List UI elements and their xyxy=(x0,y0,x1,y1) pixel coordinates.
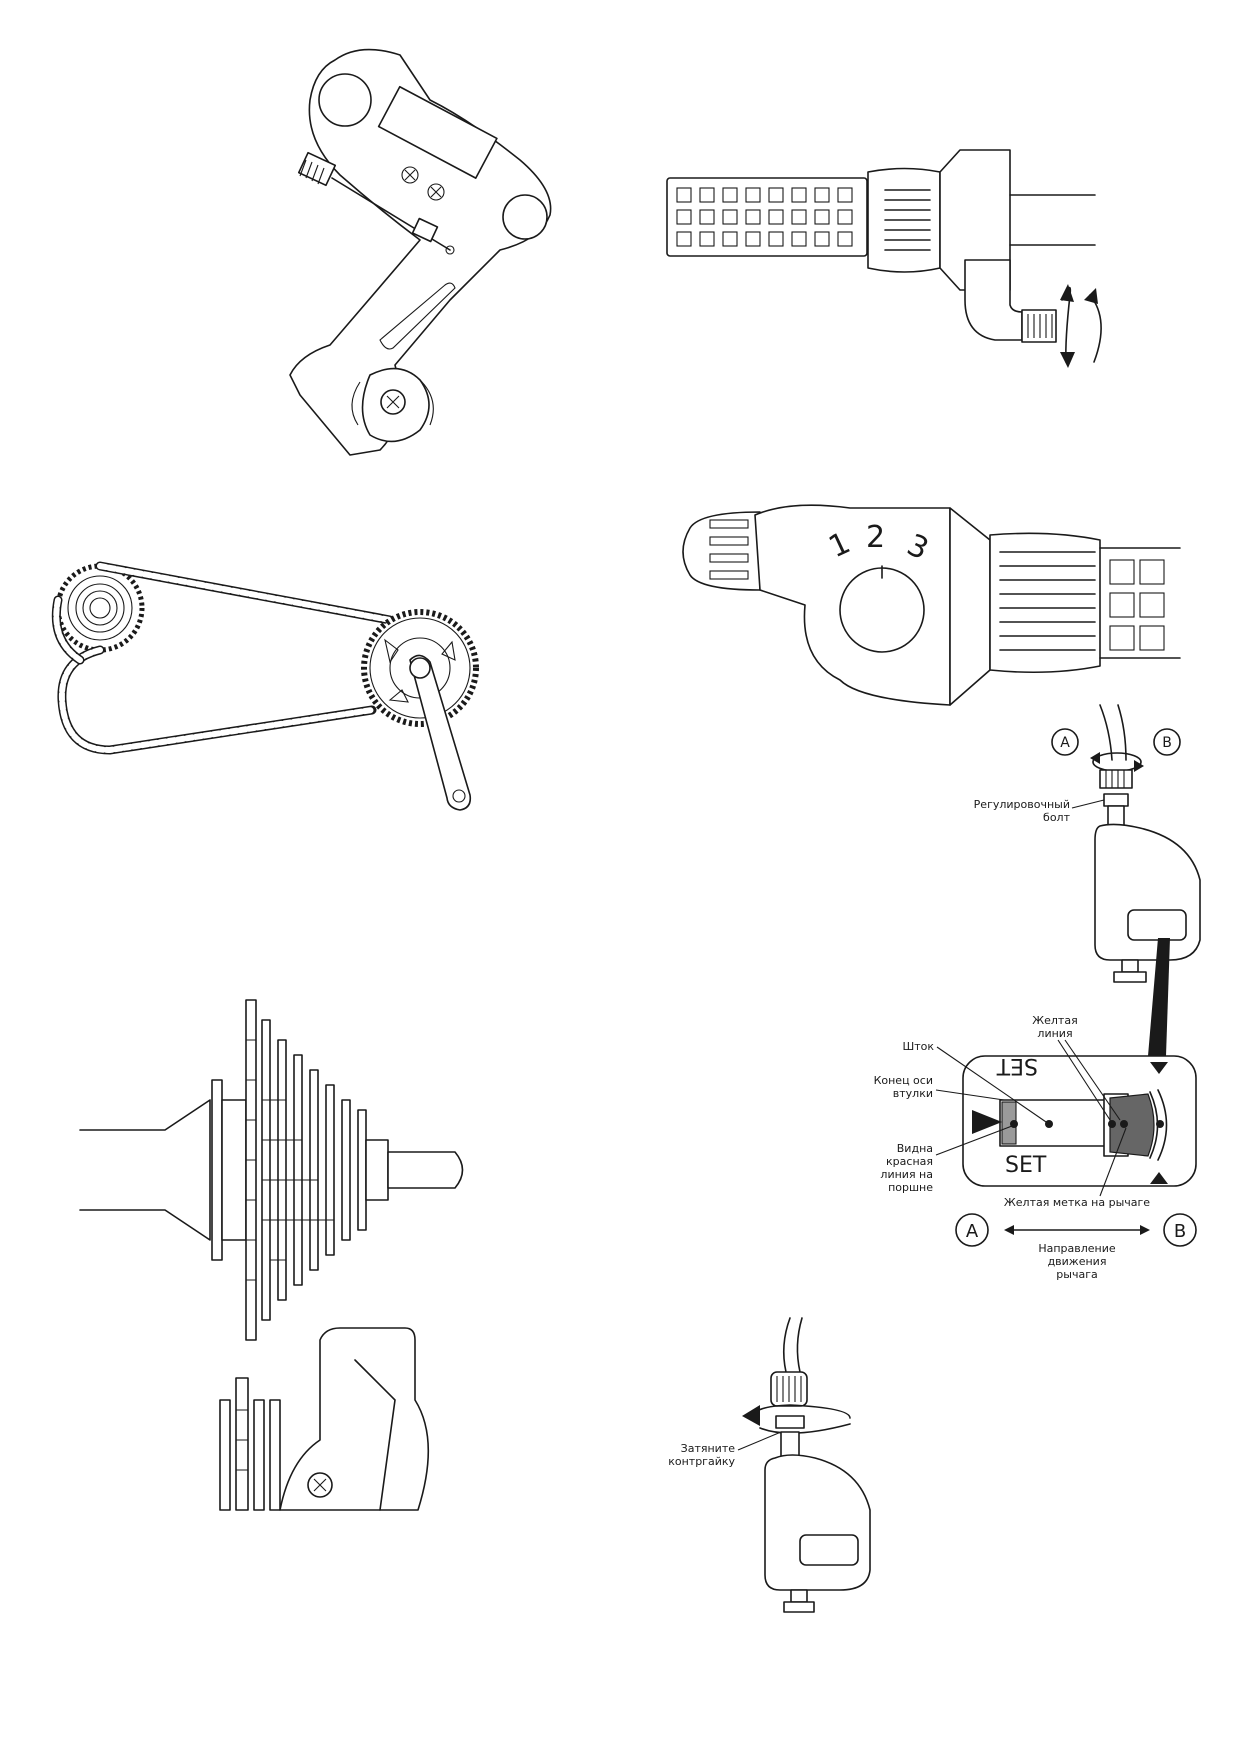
gear-label-2: 2 xyxy=(866,520,885,555)
red-line-label-4: поршне xyxy=(888,1181,933,1194)
axle-end-label-2: втулки xyxy=(893,1087,933,1100)
set-label-top: SET xyxy=(996,1053,1038,1078)
grip-texture xyxy=(676,187,853,247)
crank-arm xyxy=(409,654,472,811)
red-line-label-3: линия на xyxy=(880,1168,933,1181)
red-line-label-2: красная xyxy=(886,1155,933,1168)
twist-grip-illustration xyxy=(666,149,1102,368)
direction-label-3: рычага xyxy=(1056,1268,1097,1281)
label-b-circle-top xyxy=(1153,728,1181,756)
red-line-label-1: Видна xyxy=(897,1142,933,1155)
cassette-side-illustration xyxy=(79,999,464,1341)
locknut-diagram: Затяните контргайку xyxy=(668,1317,871,1613)
gear-indicator-dial xyxy=(839,567,925,653)
chain-alignment-illustration xyxy=(219,1327,430,1511)
set-label-bottom: SET xyxy=(1005,1153,1047,1178)
locknut-label-2: контргайку xyxy=(668,1455,735,1468)
yellow-mark-label: Желтая метка на рычаге xyxy=(1004,1196,1150,1209)
label-b-bottom: B xyxy=(1174,1221,1186,1242)
chain xyxy=(51,561,395,755)
yellow-line-label-1: Желтая xyxy=(1032,1014,1077,1027)
label-b-top: B xyxy=(1162,735,1172,751)
yellow-line-label-2: линия xyxy=(1037,1027,1072,1040)
label-a-top: A xyxy=(1060,735,1070,751)
locknut-label-1: Затяните xyxy=(681,1442,736,1455)
label-a-bottom: A xyxy=(966,1221,979,1242)
three-speed-shifter-illustration: 1 2 3 xyxy=(682,504,1181,706)
rear-cassette xyxy=(55,563,145,653)
label-a-circle-top xyxy=(1051,728,1079,756)
hub-setup-diagram: A B Регулировочный болт SET SET xyxy=(874,704,1201,1281)
direction-label-2: движения xyxy=(1048,1255,1107,1268)
rod-label: Шток xyxy=(902,1040,934,1053)
direction-label-1: Направление xyxy=(1038,1242,1116,1255)
chain-drive-illustration xyxy=(51,561,479,811)
axle-end-label-1: Конец оси xyxy=(874,1074,933,1087)
rear-derailleur-illustration xyxy=(289,48,552,456)
adjust-bolt-label-2: болт xyxy=(1043,811,1071,824)
adjust-bolt-label-1: Регулировочный xyxy=(974,798,1070,811)
